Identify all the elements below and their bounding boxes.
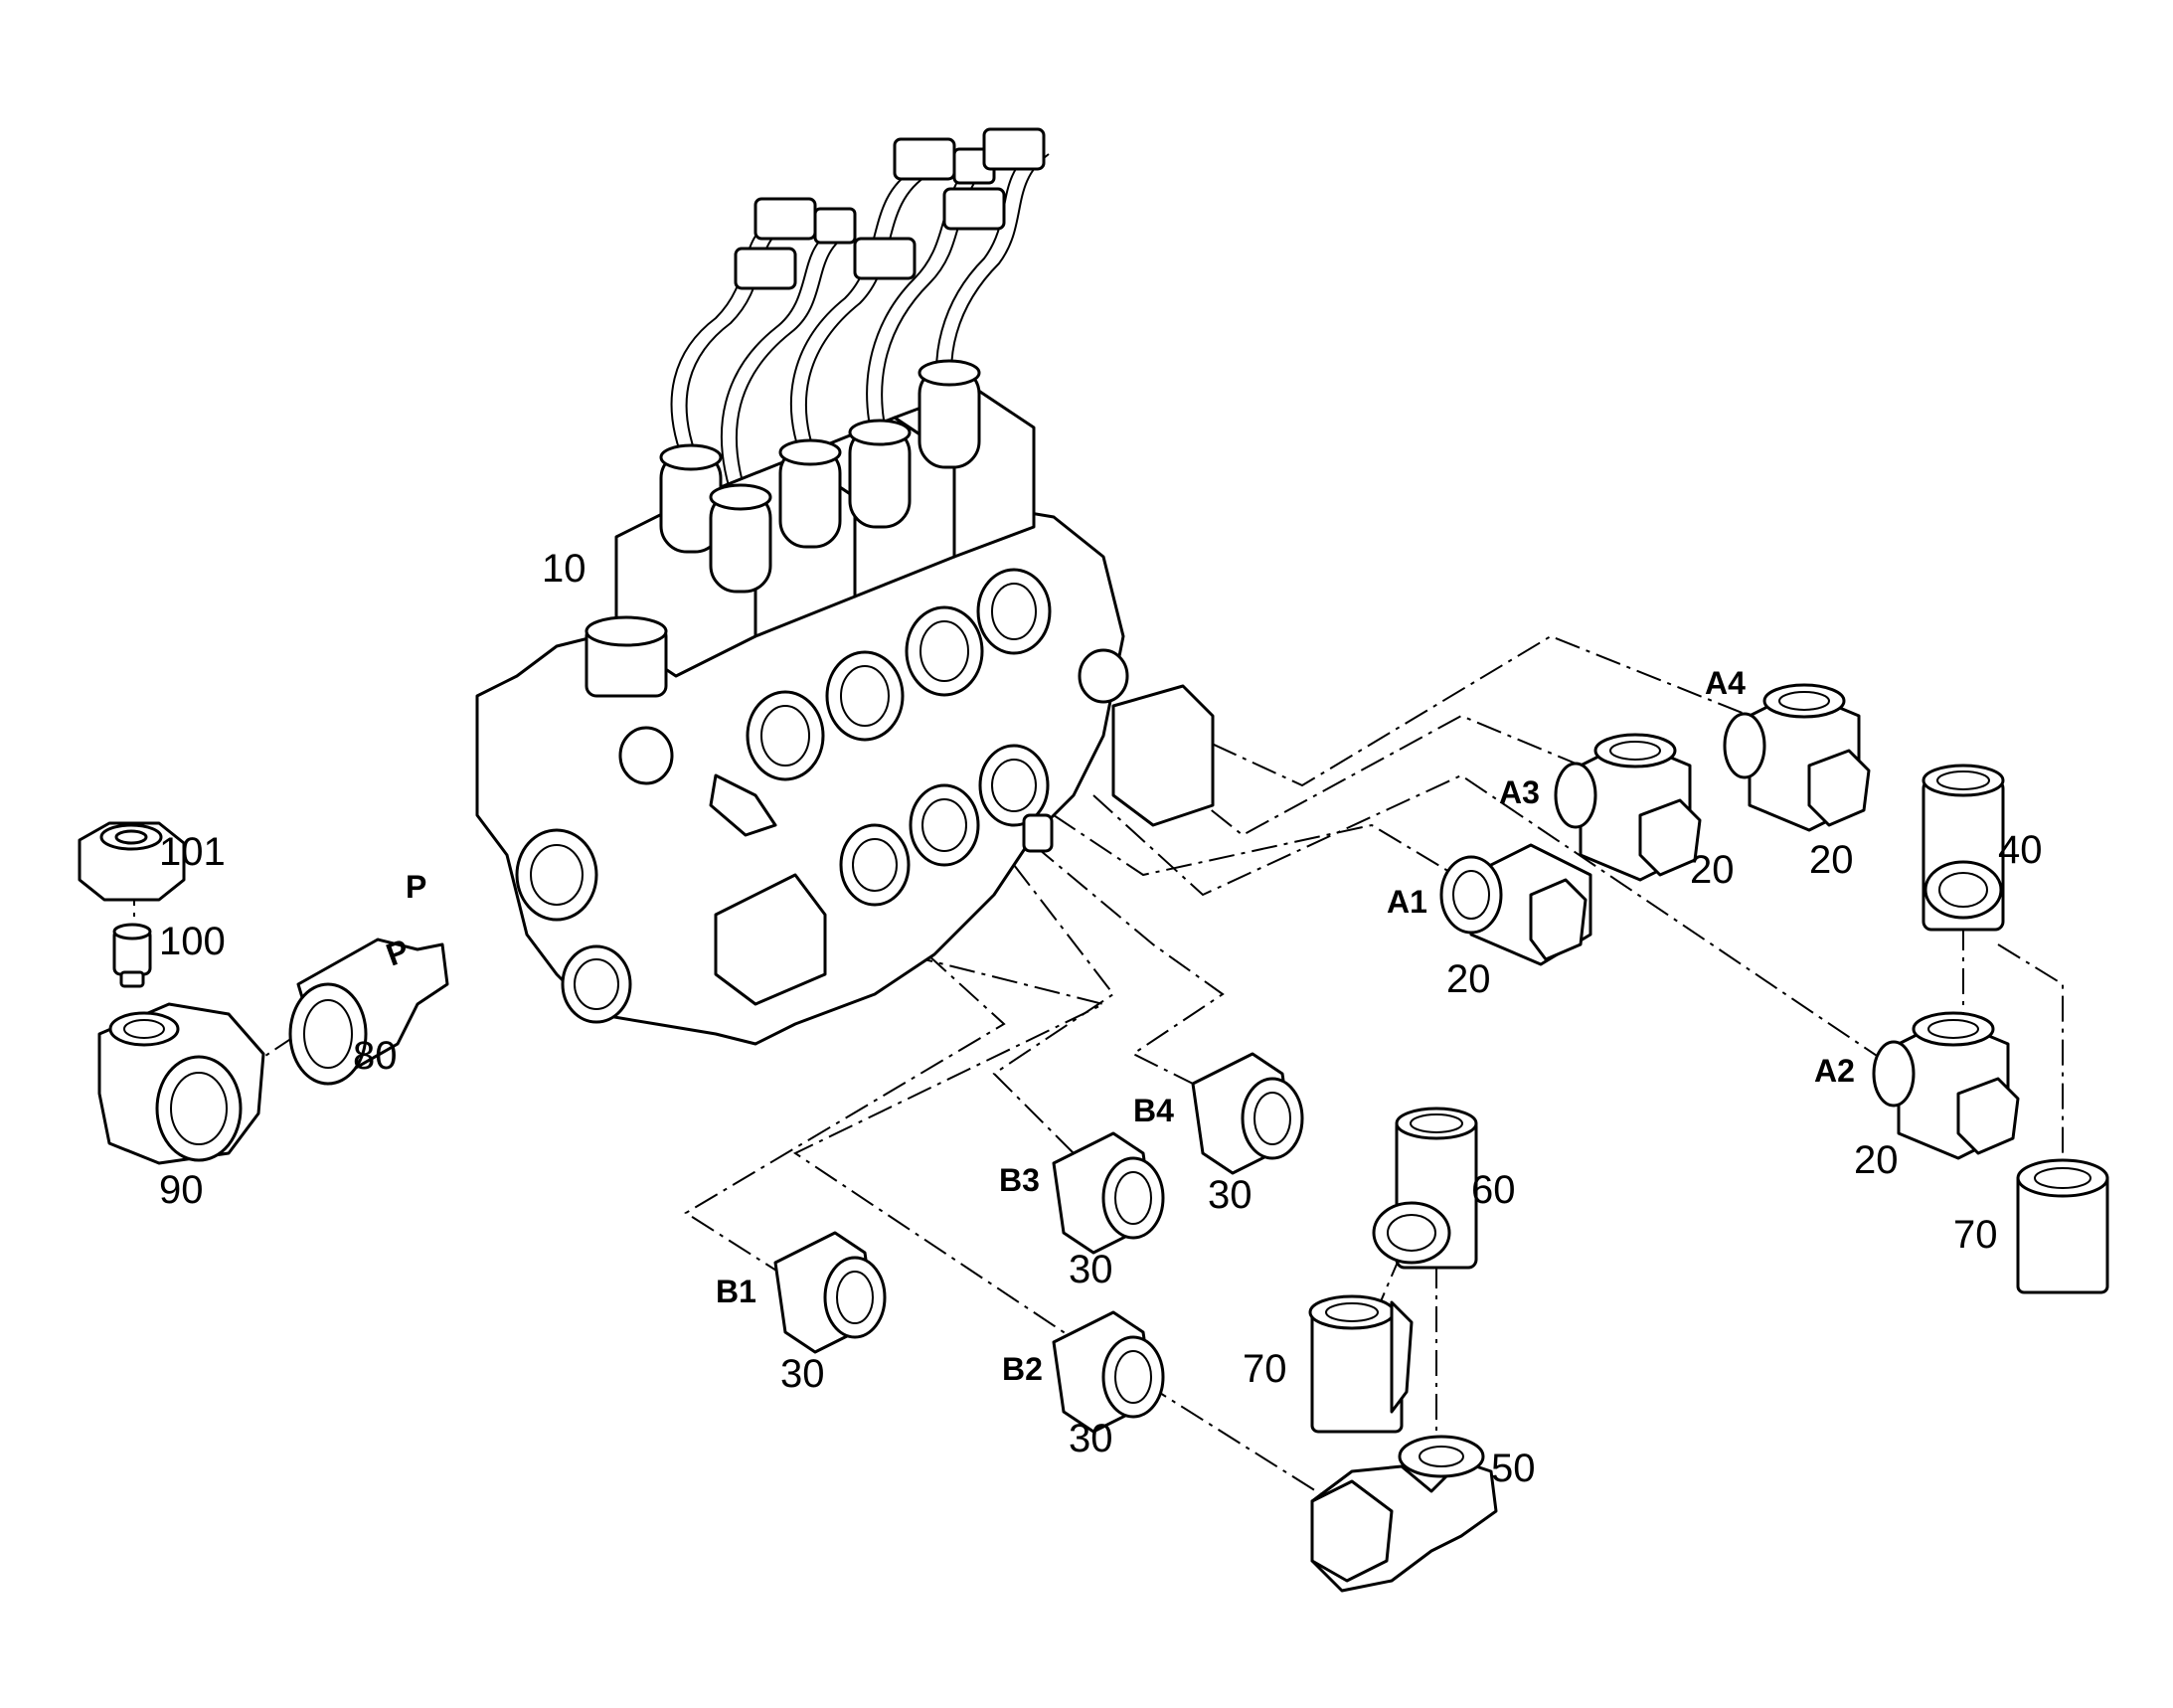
label-90: 90 [159,1168,204,1212]
label-20-a1: 20 [1446,957,1491,1001]
line-a2 [1092,773,1890,1065]
insert-100 [112,923,152,988]
adapter-b1 [773,1231,887,1354]
line-b4 [1033,844,1225,1095]
adapter-70-right [2016,1158,2109,1294]
adapter-b4 [1191,1052,1304,1175]
nut-101 [78,821,186,902]
label-30-b3: 30 [1069,1248,1113,1291]
solenoid-coils [659,359,981,594]
label-100: 100 [159,920,226,963]
label-20-a2: 20 [1854,1138,1899,1182]
elbow-a1 [1439,843,1592,966]
line-a4 [1172,634,1751,787]
port-label-a1: A1 [1387,884,1427,920]
line-b1 [684,924,1006,1283]
port-label-b2: B2 [1002,1351,1043,1387]
adapter-80: P [288,932,449,1086]
line-tee40-70 [1997,943,2064,1173]
tee-60 [1372,1107,1478,1270]
label-80: 80 [353,1034,398,1078]
pressure-sensor [714,873,827,1006]
label-50: 50 [1491,1447,1536,1490]
label-60: 60 [1471,1168,1516,1212]
label-70-left: 70 [1243,1347,1287,1391]
pilot-tubes [670,127,1050,508]
label-30-b2: 30 [1069,1417,1113,1460]
elbow-a3 [1554,733,1702,882]
adapter-70-left [1308,1294,1414,1434]
small-sensor [1022,813,1054,853]
label-30-b1: 30 [780,1352,825,1396]
adapter-b3 [1052,1131,1165,1255]
elbow-a2 [1872,1011,2020,1160]
port-label-p: P [406,869,426,905]
label-40: 40 [1998,828,2043,872]
control-valve-assembly [475,127,1215,1046]
port-label-b4: B4 [1133,1093,1174,1128]
elbow-50 [1310,1435,1498,1593]
tee-40 [1922,764,2005,932]
label-20-a3: 20 [1690,848,1735,892]
port-label-b3: B3 [999,1162,1040,1198]
label-20-a4: 20 [1809,838,1854,882]
label-30-b4: 30 [1208,1173,1253,1217]
part-number-labels: 10 101 100 80 90 20 20 20 20 40 70 60 70… [159,547,2043,1490]
swivel-elbow-90 [97,1002,265,1165]
elbow-a4 [1723,683,1871,832]
label-70-right: 70 [1953,1213,1998,1257]
port-label-a2: A2 [1814,1053,1855,1089]
sensor-block [1111,684,1215,827]
label-10: 10 [542,547,586,591]
valve-ports [515,568,1129,1024]
port-label-a3: A3 [1499,774,1540,810]
adapter-b2 [1052,1310,1165,1434]
port-label-a4: A4 [1705,665,1746,701]
label-101: 101 [159,830,226,874]
line-a1 [1053,814,1472,886]
port-labels: P A1 A2 A3 A4 B1 B2 B3 B4 [406,665,1855,1387]
line-b3 [992,864,1115,1154]
port-label-b1: B1 [716,1274,756,1309]
